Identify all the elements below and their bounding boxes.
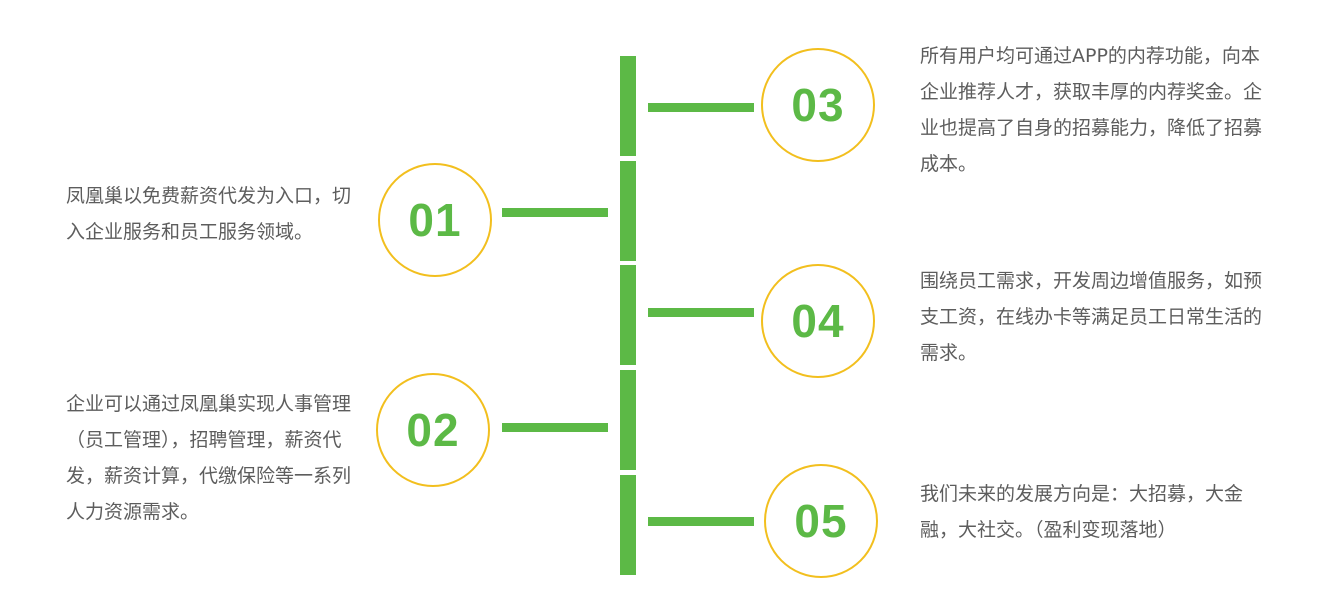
milestone-01-circle: 01	[378, 163, 492, 277]
milestone-01-connector	[502, 208, 608, 217]
milestone-04-text: 围绕员工需求，开发周边增值服务，如预支工资，在线办卡等满足员工日常生活的需求。	[920, 270, 1263, 364]
milestone-04-number: 04	[791, 295, 845, 347]
spine-segment	[620, 475, 636, 575]
milestone-01-text: 凤凰巢以免费薪资代发为入口，切入企业服务和员工服务领域。	[66, 185, 352, 243]
spine-segment	[620, 161, 636, 261]
milestone-05-circle: 05	[764, 464, 878, 578]
spine-segment	[620, 56, 636, 156]
milestone-02-connector	[502, 423, 608, 432]
milestone-03-text: 所有用户均可通过APP的内荐功能，向本企业推荐人才，获取丰厚的内荐奖金。企业也提…	[920, 45, 1263, 175]
milestone-04-circle: 04	[761, 264, 875, 378]
spine-segment	[620, 265, 636, 365]
milestone-03-number: 03	[791, 79, 845, 131]
milestone-03-circle: 03	[761, 48, 875, 162]
spine-segment	[620, 370, 636, 470]
milestone-02-text: 企业可以通过凤凰巢实现人事管理（员工管理），招聘管理，薪资代发，薪资计算，代缴保…	[66, 393, 352, 523]
milestone-02-number: 02	[406, 404, 460, 456]
milestone-05-text: 我们未来的发展方向是：大招募，大金融，大社交。（盈利变现落地）	[920, 483, 1244, 541]
milestone-05-connector	[648, 517, 754, 526]
milestone-05-number: 05	[794, 495, 848, 547]
milestone-04-connector	[648, 308, 754, 317]
milestone-03-connector	[648, 103, 754, 112]
milestone-02-circle: 02	[376, 373, 490, 487]
milestone-01-number: 01	[408, 194, 462, 246]
